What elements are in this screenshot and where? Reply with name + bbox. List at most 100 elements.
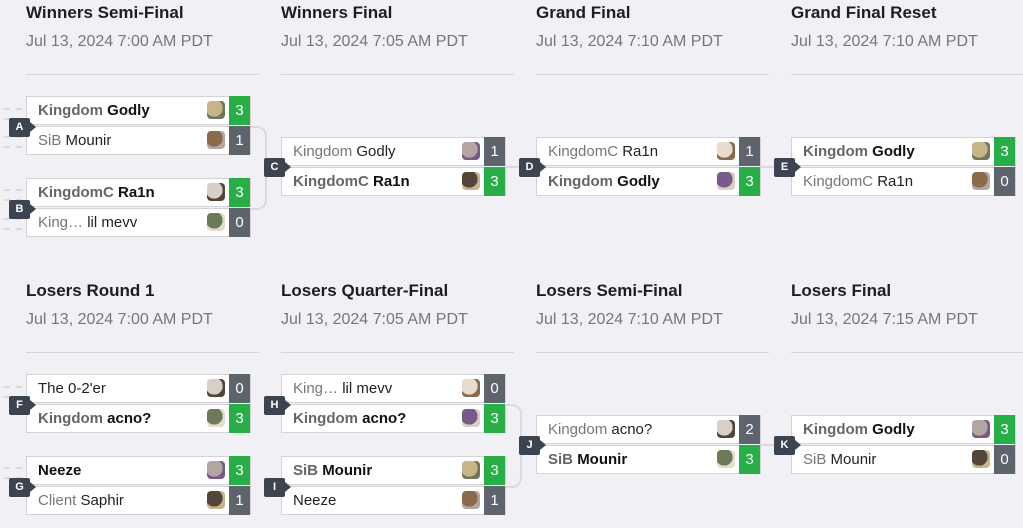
match-label-tag: B	[9, 200, 36, 219]
player-name: Kingdom acno?	[293, 405, 406, 432]
gamer-tag: Ra1n	[373, 173, 410, 190]
round-title: Losers Final	[791, 281, 892, 300]
player-row[interactable]: KingdomC Ra1n 1	[536, 137, 761, 166]
player-name: Neeze	[293, 487, 336, 514]
team-prefix: KingdomC	[548, 143, 619, 160]
score-badge: 1	[229, 126, 250, 155]
character-icons	[972, 172, 990, 192]
gamer-tag: Godly	[107, 102, 150, 119]
player-name: Kingdom Godly	[293, 138, 396, 165]
round-divider	[536, 352, 769, 353]
gamer-tag: The 0-2'er	[38, 380, 106, 397]
round-date: Jul 13, 2024 7:00 AM PDT	[26, 311, 213, 328]
character-icons	[207, 461, 225, 481]
prereq-stub	[4, 218, 22, 230]
player-name: SiB Mounir	[293, 457, 372, 484]
player-name: SiB Mounir	[38, 127, 111, 154]
player-name: KingdomC Ra1n	[548, 138, 658, 165]
player-row[interactable]: Kingdom acno?2	[536, 415, 761, 444]
gamer-tag: Ra1n	[877, 173, 914, 190]
round-title: Losers Semi-Final	[536, 281, 683, 300]
team-prefix: KingdomC	[38, 184, 114, 201]
gamer-tag: Neeze	[38, 462, 82, 479]
character-portrait-icon	[207, 213, 225, 231]
character-icons	[207, 491, 225, 511]
player-name: SiB Mounir	[548, 446, 627, 473]
score-badge: 3	[484, 456, 505, 485]
player-row[interactable]: King… lil mevv 0	[26, 208, 251, 237]
character-icons	[717, 420, 735, 440]
player-name: Kingdom Godly	[548, 168, 660, 195]
team-prefix: KingdomC	[803, 173, 874, 190]
score-badge: 0	[229, 208, 250, 237]
gamer-tag: Godly	[617, 173, 660, 190]
character-icons	[462, 409, 480, 429]
gamer-tag: lil mevv	[342, 380, 393, 397]
character-icons	[207, 101, 225, 121]
gamer-tag: Godly	[356, 143, 396, 160]
round-divider	[26, 74, 259, 75]
character-icons	[462, 172, 480, 192]
player-row[interactable]: Kingdom acno?3	[26, 404, 251, 433]
character-portrait-icon	[717, 450, 735, 468]
gamer-tag: Mounir	[65, 132, 112, 149]
round-divider	[281, 74, 514, 75]
round-date: Jul 13, 2024 7:05 AM PDT	[281, 33, 468, 50]
team-prefix: King…	[293, 380, 339, 397]
character-portrait-icon	[207, 183, 225, 201]
character-portrait-icon	[207, 131, 225, 149]
round-title: Winners Final	[281, 3, 393, 22]
gamer-tag: acno?	[611, 421, 653, 438]
character-portrait-icon	[462, 409, 480, 427]
score-badge: 3	[229, 404, 250, 433]
player-name: Kingdom acno?	[548, 416, 652, 443]
score-badge: 1	[739, 137, 760, 166]
character-portrait-icon	[462, 379, 480, 397]
team-prefix: Kingdom	[293, 410, 358, 427]
character-portrait-icon	[717, 142, 735, 160]
character-icons	[972, 142, 990, 162]
score-badge: 3	[484, 404, 505, 433]
gamer-tag: Godly	[872, 421, 915, 438]
player-row[interactable]: Kingdom acno? 3	[281, 404, 506, 433]
player-name: King… lil mevv	[293, 375, 392, 402]
score-badge: 3	[229, 96, 250, 125]
team-prefix: King…	[38, 214, 84, 231]
character-icons	[462, 379, 480, 399]
player-row[interactable]: King… lil mevv 0	[281, 374, 506, 403]
gamer-tag: lil mevv	[87, 214, 138, 231]
character-portrait-icon	[462, 461, 480, 479]
gamer-tag: Ra1n	[118, 184, 155, 201]
score-badge: 0	[484, 374, 505, 403]
round-divider	[536, 74, 769, 75]
character-icons	[462, 142, 480, 162]
round-divider	[26, 352, 259, 353]
player-row[interactable]: SiB Mounir 1	[26, 126, 251, 155]
player-row[interactable]: SiB Mounir 3	[281, 456, 506, 485]
